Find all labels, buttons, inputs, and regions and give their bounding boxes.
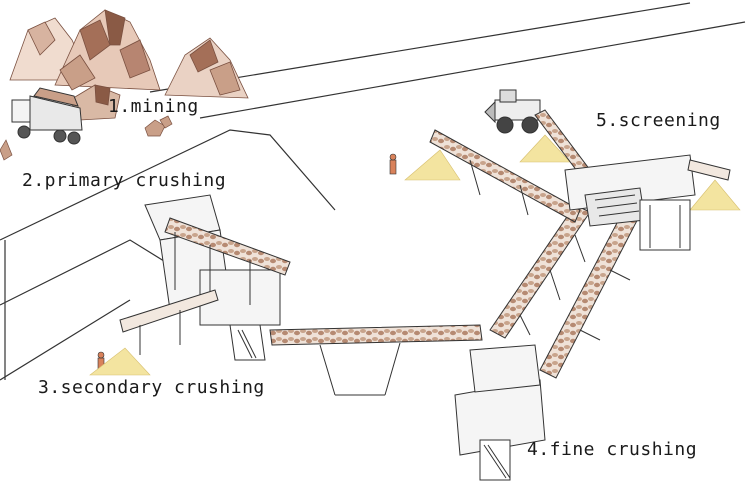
conveyor-to-fine [269, 324, 483, 396]
conveyor-top [429, 129, 581, 223]
stage-label-primary-crushing: 2.primary crushing [22, 170, 227, 191]
loose-rocks [0, 115, 173, 161]
rock-mountains [9, 9, 249, 121]
dump-truck [11, 87, 83, 145]
fine-crusher [454, 344, 546, 481]
stage-label-screening: 5.screening [596, 110, 721, 131]
wheel-loader [484, 89, 541, 134]
screening-station [564, 154, 696, 251]
stage-label-fine-crushing: 4.fine crushing [527, 439, 698, 460]
conveyor-screen-right [687, 159, 731, 181]
sand-piles [89, 134, 741, 376]
conveyor-secondary-out [119, 289, 219, 355]
stage-label-mining: 1.mining [108, 96, 199, 117]
worker-figures [97, 153, 397, 373]
primary-feeder-conveyor [164, 217, 291, 305]
stage-label-secondary-crushing: 3.secondary crushing [38, 377, 265, 398]
primary-crusher [144, 194, 281, 361]
terrain-lines [0, 2, 746, 381]
